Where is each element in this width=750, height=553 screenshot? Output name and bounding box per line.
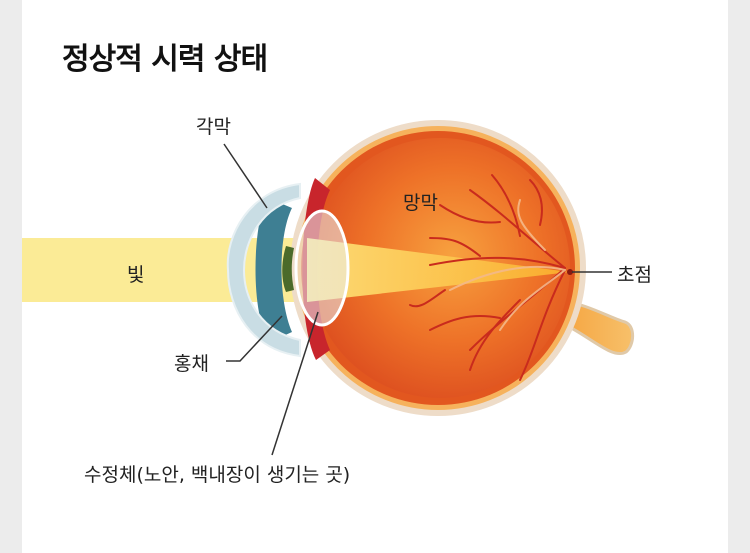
- pupil: [282, 246, 294, 292]
- label-light: 빛: [127, 264, 145, 286]
- label-cornea: 각막: [196, 116, 231, 138]
- retina-vessels-light: [449, 199, 566, 331]
- label-retina: 망막: [403, 192, 438, 214]
- label-lens: 수정체(노안, 백내장이 생기는 곳): [84, 464, 351, 486]
- lens-leader: [271, 311, 319, 456]
- page-title: 정상적 시력 상태: [62, 42, 268, 77]
- cornea: [226, 182, 301, 358]
- focus-point: [567, 269, 573, 275]
- label-focus: 초점: [617, 264, 652, 286]
- label-iris: 홍채: [174, 353, 209, 375]
- cornea-leader: [223, 143, 268, 209]
- iris: [255, 198, 292, 342]
- lens: [294, 209, 350, 327]
- iris-leader: [226, 315, 283, 362]
- light-cone: [307, 238, 570, 302]
